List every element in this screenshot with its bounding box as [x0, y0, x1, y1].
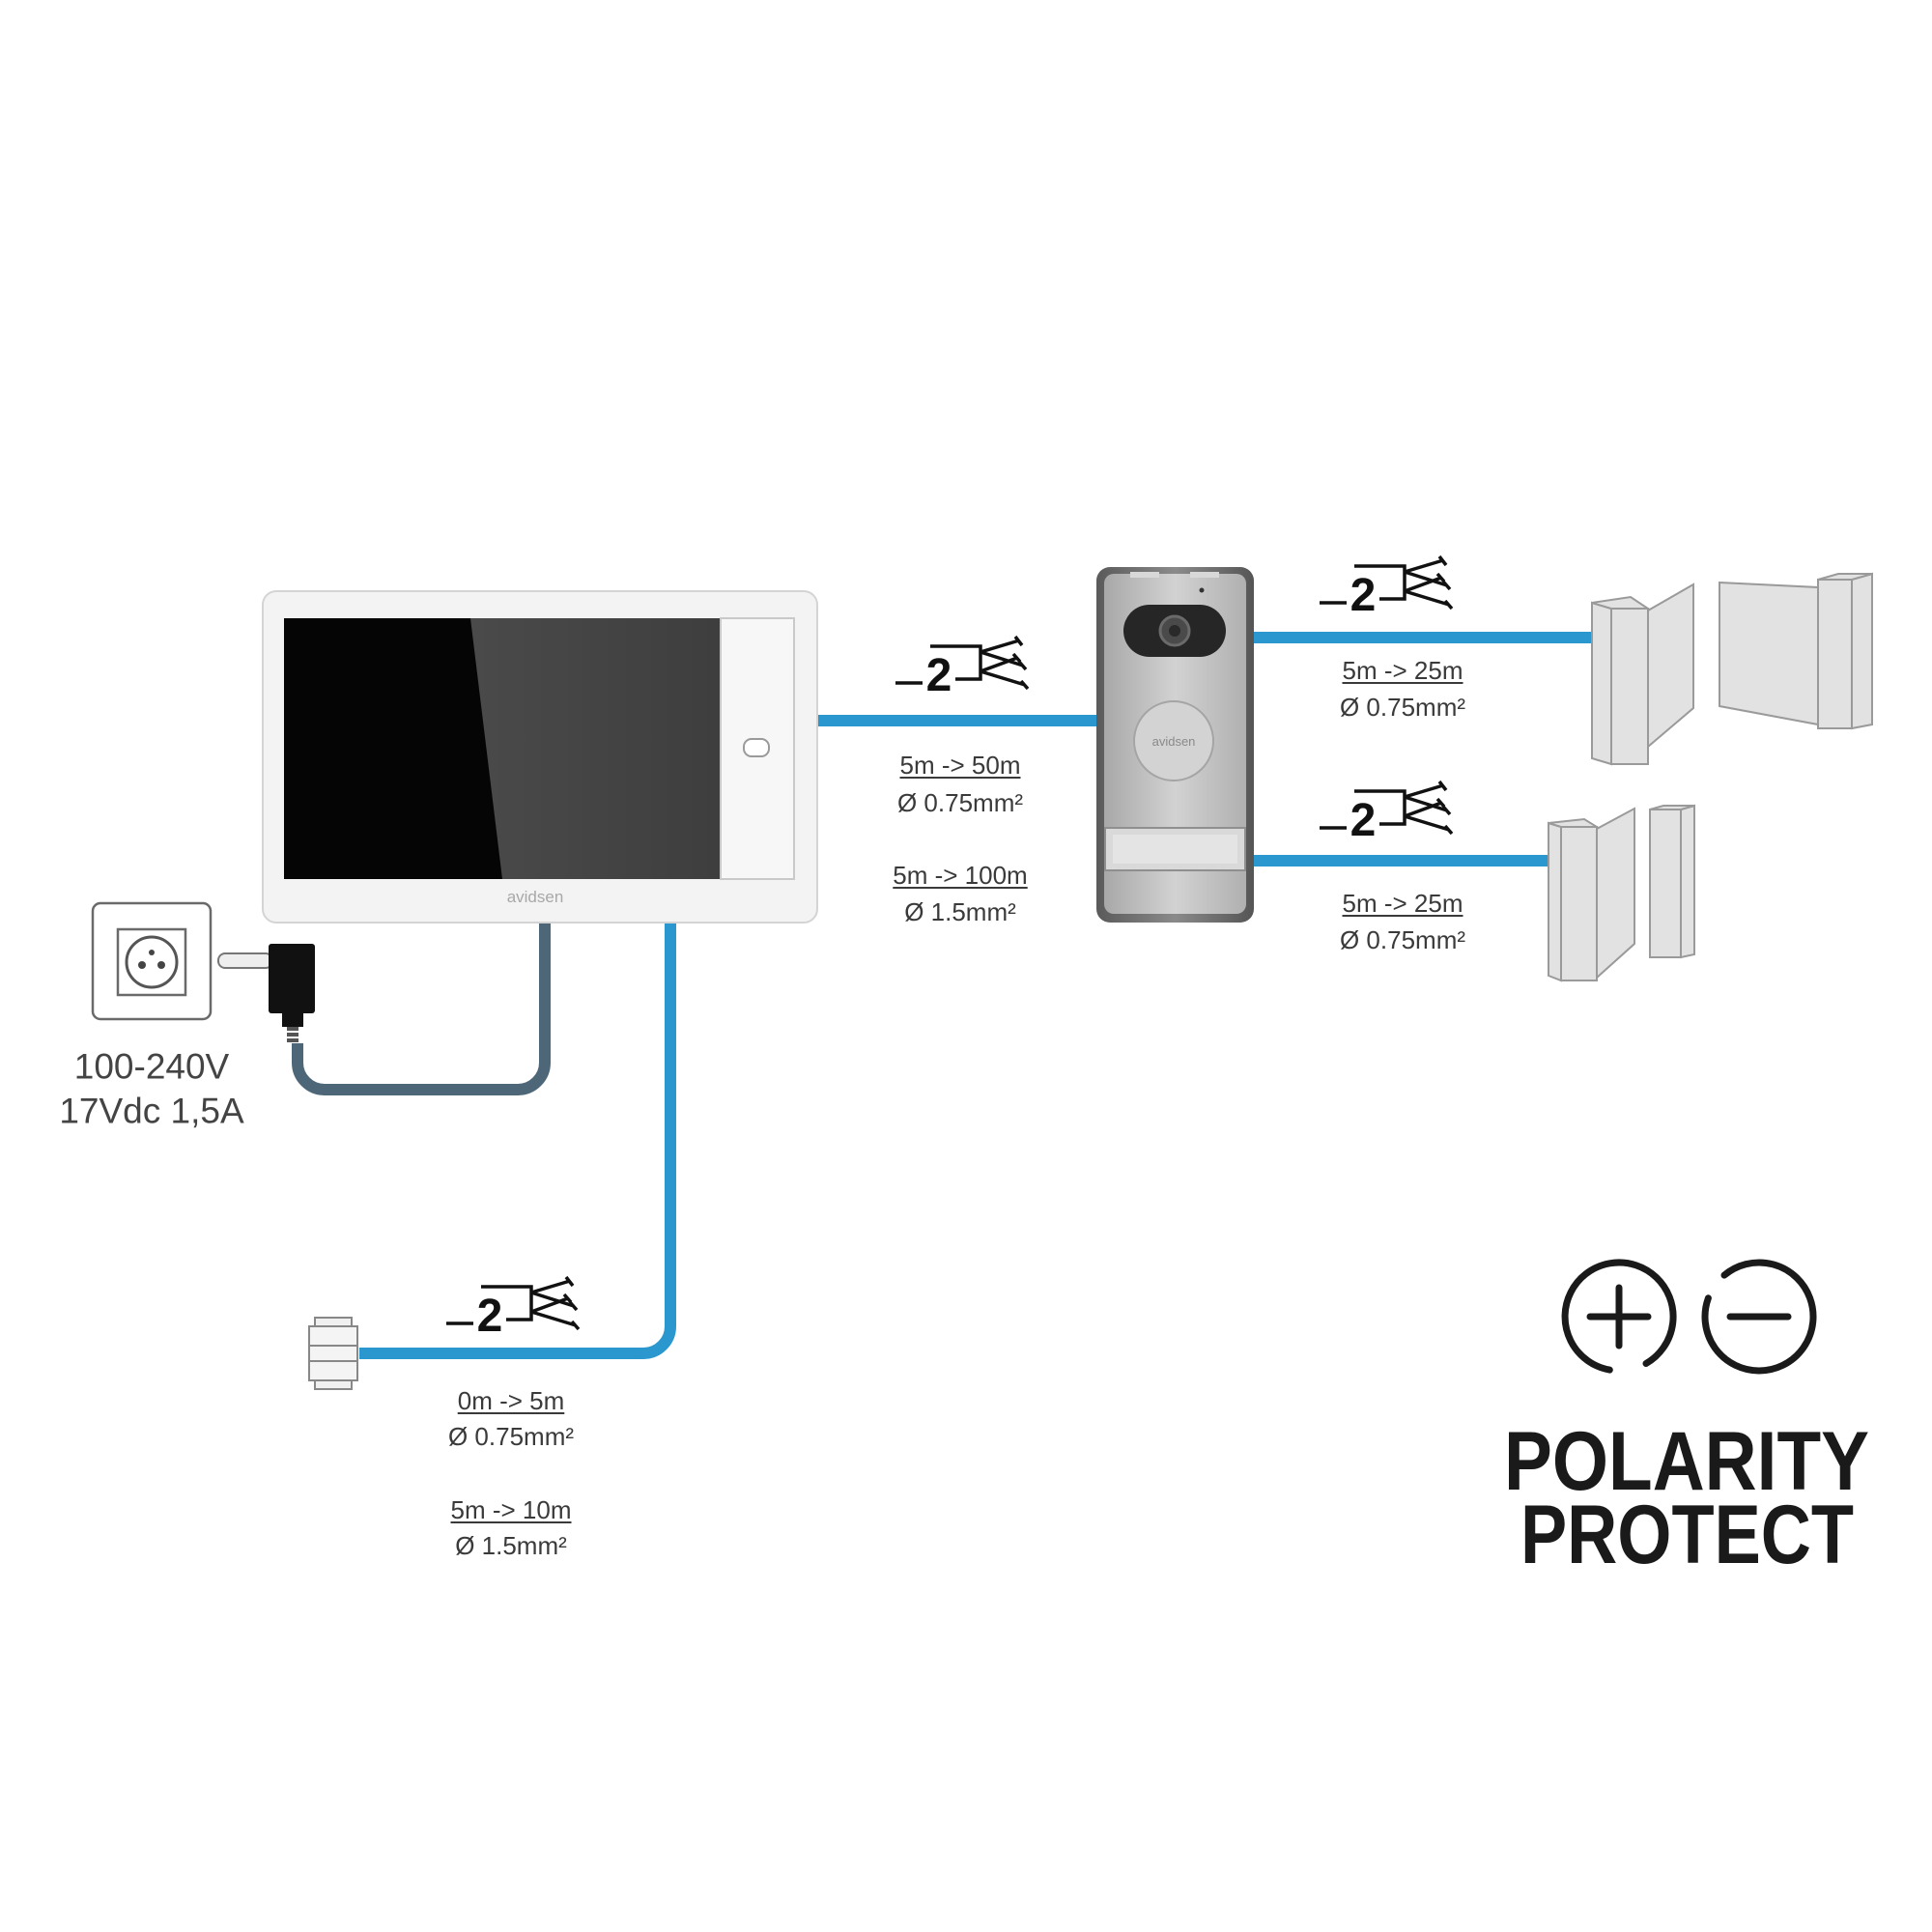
- wire-count: 2: [1350, 795, 1377, 846]
- cable-gauge-label: Ø 0.75mm²: [447, 1422, 575, 1451]
- door-icon: [1548, 804, 1695, 982]
- doorbell-call-button: [1133, 700, 1214, 781]
- power-adapter-icon: [217, 944, 315, 1042]
- polarity-title-line1: POLARITY: [1504, 1415, 1869, 1508]
- cable-gauge-label: Ø 0.75mm²: [1339, 925, 1466, 954]
- wire-count: 2: [926, 650, 952, 701]
- power-output-label: 17Vdc 1,5A: [59, 1091, 244, 1131]
- power-socket-icon: [91, 901, 213, 1021]
- wire-count: 2: [1350, 570, 1377, 621]
- monitor-button: [743, 738, 770, 757]
- gate-icon: [1591, 572, 1873, 766]
- wire-count-icon: 2: [446, 1275, 581, 1342]
- power-cable: [292, 923, 551, 1095]
- wire-count: 2: [477, 1291, 503, 1342]
- indoor-monitor: avidsen: [262, 590, 818, 923]
- cable-gauge-label: Ø 0.75mm²: [896, 788, 1024, 817]
- wire-count-icon: 2: [1320, 554, 1454, 621]
- wire-count-icon: 2: [895, 635, 1030, 701]
- plus-icon: [1561, 1259, 1677, 1374]
- polarity-title-line2: PROTECT: [1520, 1489, 1854, 1581]
- cable-length-label: 5m -> 25m: [1342, 656, 1463, 685]
- cable-gauge-label: Ø 0.75mm²: [1339, 693, 1466, 722]
- cable-gauge-label: Ø 1.5mm²: [904, 897, 1016, 926]
- wire-count-icon: 2: [1320, 780, 1454, 846]
- cable-length-label: 5m -> 10m: [450, 1495, 572, 1524]
- cable-length-label: 5m -> 100m: [893, 861, 1028, 890]
- screen-reflection: [470, 618, 721, 879]
- monitor-brand-logo: avidsen: [507, 888, 564, 906]
- chime-icon: [308, 1317, 358, 1390]
- doorbell-brand-logo: avidsen: [1152, 734, 1196, 749]
- cable-gauge-label: Ø 1.5mm²: [455, 1531, 567, 1560]
- cable-monitor-chime: [359, 923, 676, 1359]
- monitor-side-panel: [720, 617, 795, 880]
- cable-length-label: 5m -> 50m: [899, 751, 1021, 780]
- minus-icon: [1701, 1259, 1817, 1375]
- cable-length-label: 0m -> 5m: [457, 1386, 565, 1415]
- cable-length-label: 5m -> 25m: [1342, 889, 1463, 918]
- power-input-label: 100-240V: [73, 1046, 230, 1087]
- outdoor-doorbell: avidsen: [1096, 567, 1254, 923]
